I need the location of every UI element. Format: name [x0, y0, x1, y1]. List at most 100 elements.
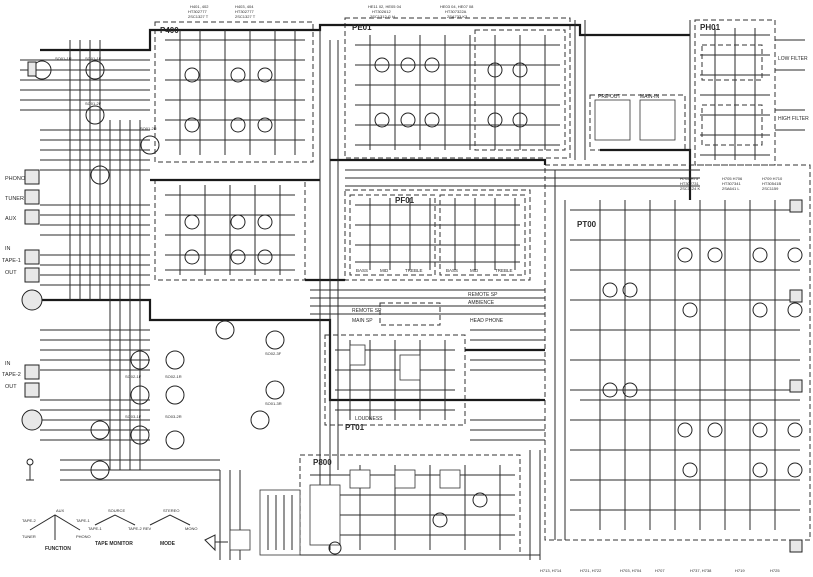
label-aux: AUX: [5, 216, 17, 222]
function-legend-title: FUNCTION: [45, 546, 71, 552]
function-position: TAPE-2: [22, 518, 36, 523]
tr-header-line: 2SA733 K3: [447, 14, 468, 19]
pf01-components: [349, 194, 526, 276]
tr-header-line: HT307341: [722, 181, 741, 186]
board-label-p400: P400: [160, 26, 179, 35]
tr-header-line: H709 H710: [762, 176, 783, 181]
ph01-high-section: [701, 104, 763, 146]
tr-header-line: HT302731: [680, 181, 699, 186]
mode-position: REV: [143, 526, 152, 531]
label-tape-2: TAPE-2: [2, 372, 21, 378]
tr-header-line: 2SC1124 K: [680, 186, 700, 191]
function-position: PHONO: [76, 534, 91, 539]
label-out-2: OUT: [5, 384, 17, 390]
board-pf01-outline: [344, 189, 531, 281]
pt00-components: [570, 200, 800, 530]
pe01-components: [355, 29, 566, 151]
tr-header-line: 2SC1312 G H: [370, 14, 395, 19]
tr-header-line: HE03 04, HE07 08: [440, 4, 474, 9]
pf01-left-section: [349, 194, 436, 276]
board-label-pf01: PF01: [395, 196, 415, 205]
tr-header-line: HE11 02, HE05 04: [368, 4, 402, 9]
tone-labels: BASS MID TREBLE BASS MID TREBLE: [356, 268, 513, 273]
label-loudness: LOUDNESS: [355, 416, 383, 422]
tape-monitor-position: TAPE-1: [88, 526, 102, 531]
switch-ref-labels: SO01-1R SO01-1F SO01-2F SO01-2R SO02-1F …: [55, 56, 282, 419]
board-label-pt00: PT00: [577, 220, 597, 229]
bottom-ref: H721, H722: [580, 568, 602, 573]
switch-ref: SO01-2R: [140, 126, 157, 131]
switch-ref: SO01-1R: [55, 56, 72, 61]
board-label-ph01: PH01: [700, 23, 721, 32]
pt01-components: [335, 302, 455, 420]
board-p400-outline: [154, 21, 314, 163]
pre-out-main-in-outline: [589, 94, 686, 151]
switch-ref: SO03-1F: [125, 414, 142, 419]
label-low-filter: LOW FILTER: [778, 56, 808, 62]
label-main-in: MAIN-IN: [640, 94, 660, 100]
label-head-phone: HEAD PHONE: [470, 318, 504, 324]
label-tape-1: TAPE-1: [2, 258, 21, 264]
label-in-1: IN: [5, 246, 11, 252]
input-jacks: [21, 61, 803, 553]
board-pe01-outline: [344, 17, 571, 159]
label-out-1: OUT: [5, 270, 17, 276]
ac-plug: [26, 458, 228, 552]
label-in-2: IN: [5, 361, 11, 367]
tr-header-line: 2SC1159: [762, 186, 779, 191]
tape-monitor-position: SOURCE: [108, 508, 125, 513]
bottom-ref: H707: [655, 568, 665, 573]
bottom-ref: H703, H704: [620, 568, 642, 573]
switch-ref: SO01-3R: [265, 401, 282, 406]
transistor-header-labels: H401, 402 HT302777 2SC1327 T H403, 404 H…: [188, 4, 783, 191]
tr-header-line: H403, 404: [235, 4, 254, 9]
tone-label-bass-l: BASS: [356, 268, 368, 273]
tr-header-line: H401, 402: [190, 4, 209, 9]
ph01-low-section: [701, 44, 763, 81]
label-main-sp: MAIN SP: [352, 318, 373, 324]
board-pt00-outline: [544, 164, 811, 541]
function-position: TAPE-1: [76, 518, 90, 523]
board-ph01-outline: [694, 19, 776, 166]
ph01-components: [700, 28, 770, 160]
board-pt01-outline: [324, 334, 466, 426]
pf01-right-section: [439, 194, 526, 276]
tone-label-treble-r: TREBLE: [495, 268, 513, 273]
tr-header-line: HT302777: [188, 9, 207, 14]
tone-label-treble-l: TREBLE: [405, 268, 423, 273]
transistors: [184, 57, 803, 528]
power-transformer: [229, 484, 342, 556]
tr-header-line: HT302612: [372, 9, 391, 14]
board-label-pe01: PE01: [352, 23, 372, 32]
label-tuner: TUNER: [5, 196, 24, 202]
switch-ref: SO02-3F: [265, 351, 282, 356]
tape-monitor-position: TAPE-2: [128, 526, 142, 531]
bottom-ref: H719: [735, 568, 745, 573]
label-remote-speaker: REMOTE SP: [468, 292, 498, 298]
mode-legend-title: MODE: [160, 541, 176, 547]
tr-header-line: 2SA641 L: [722, 186, 740, 191]
rotary-switch-wafers: [32, 60, 285, 480]
board-label-pt01: PT01: [345, 423, 365, 432]
wiring-grid: [20, 20, 805, 560]
tone-label-mid-l: MID: [380, 268, 389, 273]
bottom-ref: H713, H714: [540, 568, 562, 573]
tr-header-line: H702 H73: [680, 176, 699, 181]
small-components: [349, 99, 676, 489]
io-labels: PHONO TUNER AUX IN TAPE-1 OUT IN TAPE-2 …: [2, 56, 809, 422]
tape-monitor-legend-title: TAPE MONITOR: [95, 541, 133, 547]
mode-position: STEREO: [163, 508, 179, 513]
bottom-ref: H737, H738: [690, 568, 712, 573]
board-labels: P400 PE01 PH01 PF01 PT00 PT01 P800: [160, 23, 721, 467]
tr-header-line: HT307322A: [445, 9, 467, 14]
tone-label-mid-r: MID: [470, 268, 479, 273]
tone-label-bass-r: BASS: [446, 268, 458, 273]
switch-legend: TAPE-2 AUX TAPE-1 TUNER PHONO FUNCTION S…: [22, 508, 197, 552]
label-phono: PHONO: [5, 176, 26, 182]
label-ambience: AMBIENCE: [468, 300, 495, 306]
heavy-wires: [40, 23, 692, 402]
mode-position: MONO: [185, 526, 197, 531]
function-position: TUNER: [22, 534, 36, 539]
remote-sp-box: [379, 302, 441, 326]
switch-ref: SO02-1R: [165, 374, 182, 379]
